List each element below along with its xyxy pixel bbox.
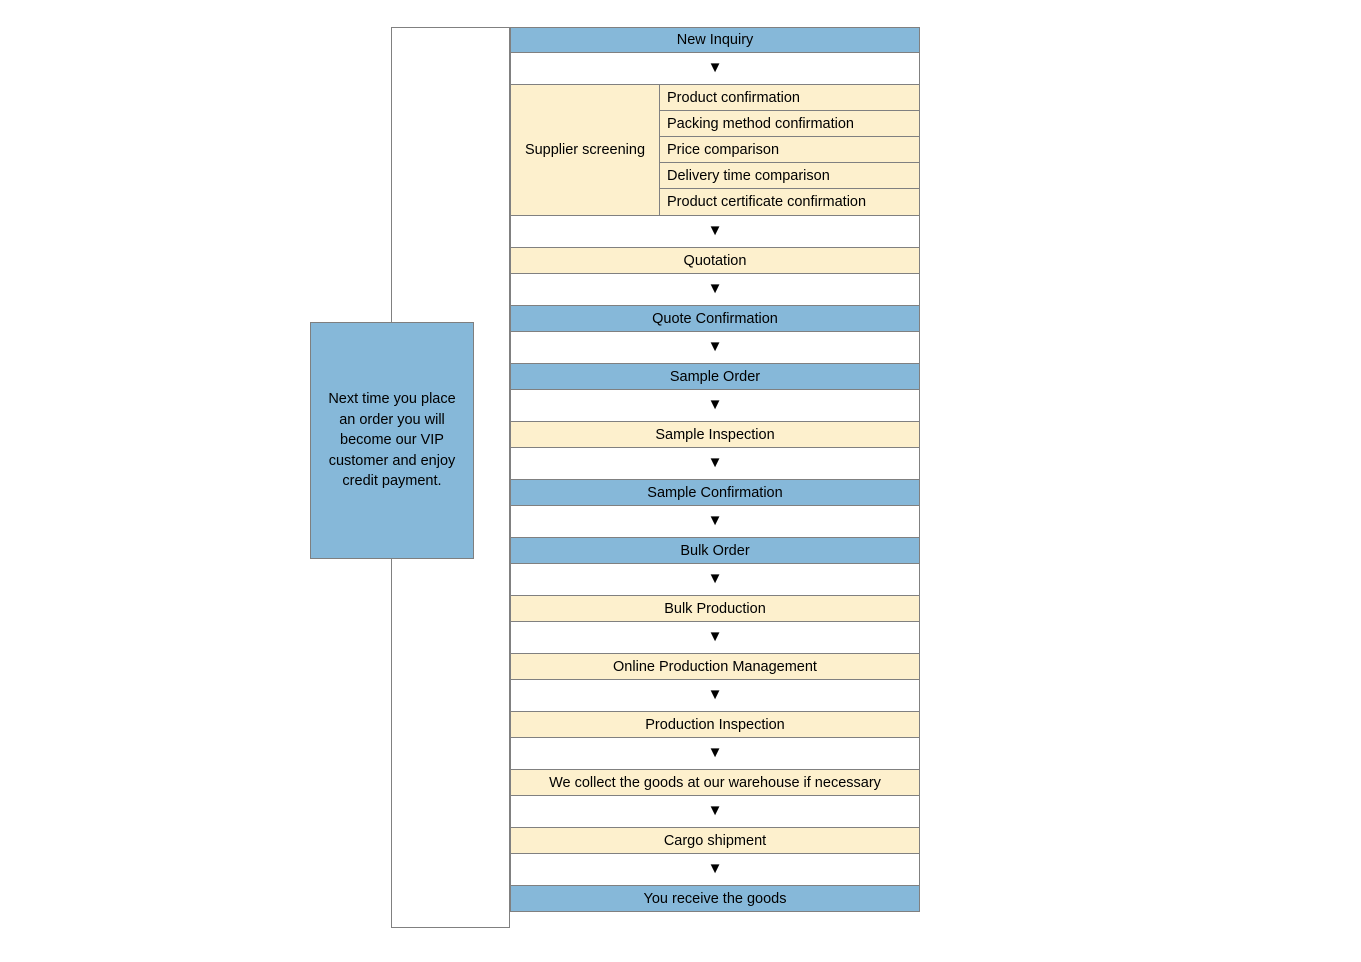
flow-group-item: Product confirmation	[660, 85, 919, 111]
flow-arrow-down-icon: ▼	[510, 854, 920, 886]
flow-arrow-down-icon: ▼	[510, 448, 920, 480]
arrow-down-glyph: ▼	[707, 628, 723, 645]
flow-step: You receive the goods	[510, 886, 920, 912]
vip-callout-box: Next time you place an order you will be…	[310, 322, 474, 559]
flow-arrow-down-icon: ▼	[510, 332, 920, 364]
vip-callout-text: Next time you place an order you will be…	[328, 391, 456, 490]
arrow-down-glyph: ▼	[707, 802, 723, 819]
flow-step: Bulk Production	[510, 596, 920, 622]
flow-step: Sample Confirmation	[510, 480, 920, 506]
flow-arrow-down-icon: ▼	[510, 622, 920, 654]
arrow-down-glyph: ▼	[707, 396, 723, 413]
flow-group-item: Packing method confirmation	[660, 111, 919, 137]
flow-step: Online Production Management	[510, 654, 920, 680]
flow-step: New Inquiry	[510, 27, 920, 53]
flow-arrow-down-icon: ▼	[510, 564, 920, 596]
flow-arrow-down-icon: ▼	[510, 274, 920, 306]
flow-step: Quote Confirmation	[510, 306, 920, 332]
arrow-down-glyph: ▼	[707, 454, 723, 471]
flow-step: Production Inspection	[510, 712, 920, 738]
flow-arrow-down-icon: ▼	[510, 738, 920, 770]
flow-group-label: Supplier screening	[511, 85, 660, 215]
arrow-down-glyph: ▼	[707, 338, 723, 355]
flow-step: Cargo shipment	[510, 828, 920, 854]
flow-step: We collect the goods at our warehouse if…	[510, 770, 920, 796]
flow-step: Bulk Order	[510, 538, 920, 564]
flow-arrow-down-icon: ▼	[510, 506, 920, 538]
flow-group-item: Delivery time comparison	[660, 163, 919, 189]
arrow-down-glyph: ▼	[707, 686, 723, 703]
arrow-down-glyph: ▼	[707, 570, 723, 587]
flow-arrow-down-icon: ▼	[510, 680, 920, 712]
flow-arrow-down-icon: ▼	[510, 216, 920, 248]
flow-step: Sample Order	[510, 364, 920, 390]
flow-group-item: Product certificate confirmation	[660, 189, 919, 215]
flow-group-item: Price comparison	[660, 137, 919, 163]
arrow-down-glyph: ▼	[707, 744, 723, 761]
arrow-down-glyph: ▼	[707, 512, 723, 529]
arrow-down-glyph: ▼	[707, 222, 723, 239]
flow-arrow-down-icon: ▼	[510, 390, 920, 422]
arrow-down-glyph: ▼	[707, 860, 723, 877]
flow-arrow-down-icon: ▼	[510, 53, 920, 85]
arrow-down-glyph: ▼	[707, 59, 723, 76]
flow-arrow-down-icon: ▼	[510, 796, 920, 828]
arrow-down-glyph: ▼	[707, 280, 723, 297]
flow-step: Sample Inspection	[510, 422, 920, 448]
flow-step: Quotation	[510, 248, 920, 274]
